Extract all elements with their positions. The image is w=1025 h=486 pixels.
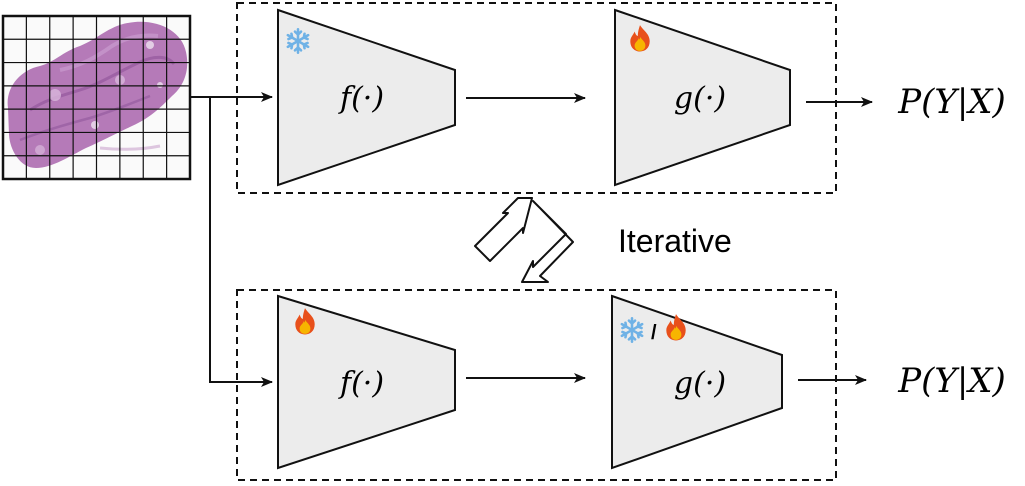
- bottom-head-label: g(·): [674, 366, 726, 401]
- bottom-encoder: f(·): [277, 294, 456, 470]
- top-encoder: f(·): [277, 8, 456, 187]
- bottom-head: g(·) /: [611, 294, 783, 470]
- top-encoder-label: f(·): [338, 81, 384, 116]
- input-connectors: [190, 92, 273, 387]
- top-output-label: P(Y|X): [897, 82, 1006, 122]
- tissue-sample: [7, 21, 188, 168]
- top-head: g(·): [614, 8, 791, 187]
- bottom-stage-box: [236, 289, 837, 481]
- bottom-output-label: P(Y|X): [897, 361, 1006, 401]
- patch-grid: [3, 16, 190, 179]
- state-separator: /: [651, 322, 657, 344]
- wsi-slide-image: [1, 14, 192, 181]
- iterative-label: Iterative: [618, 223, 732, 259]
- bottom-encoder-label: f(·): [338, 366, 384, 401]
- iterative-cycle-icon: [474, 197, 574, 283]
- top-head-label: g(·): [674, 81, 726, 116]
